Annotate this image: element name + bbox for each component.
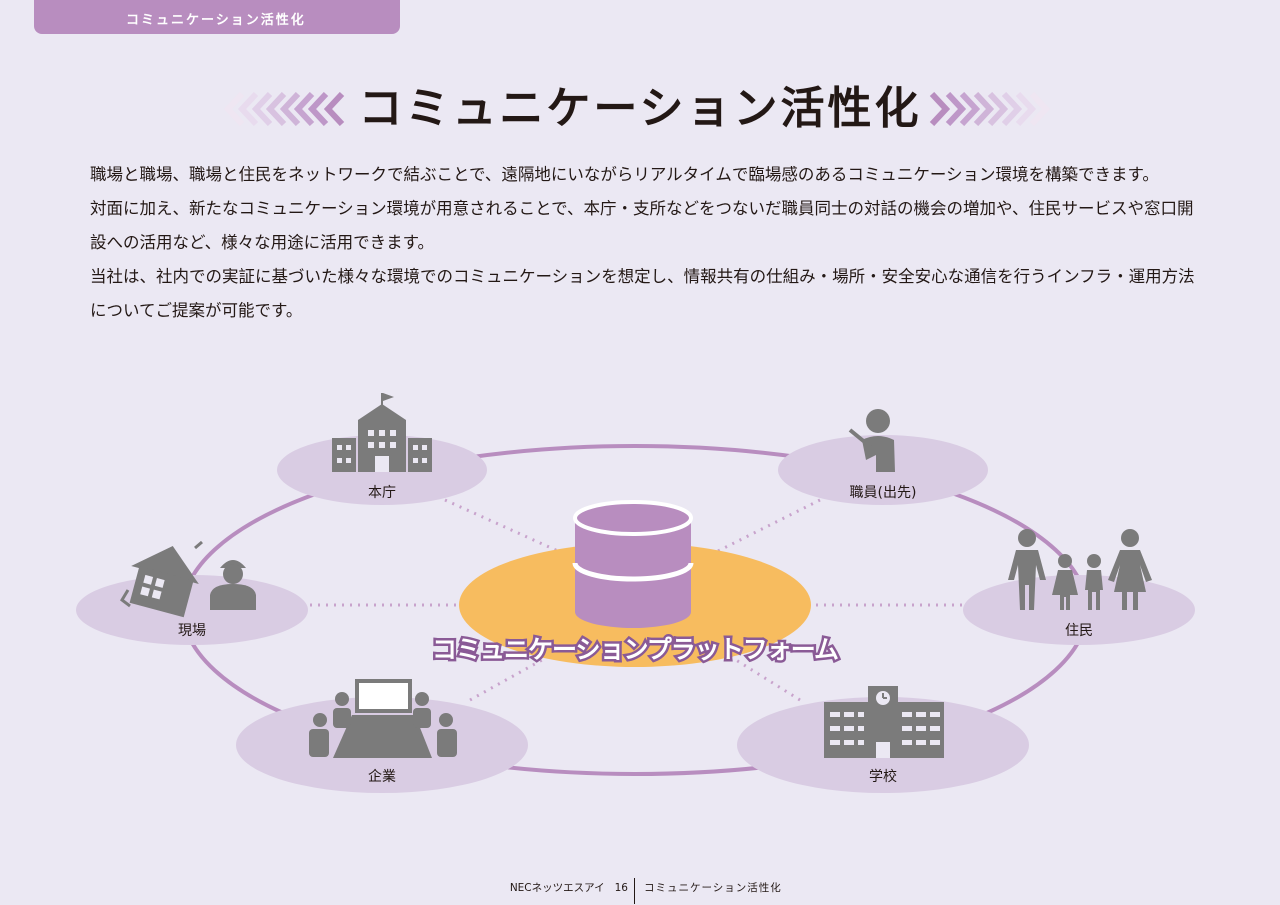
footer-company-page: NECネッツエスアイ 16 <box>510 880 628 895</box>
meeting-icon <box>309 679 457 758</box>
intro-paragraph-2: 対面に加え、新たなコミュニケーション環境が用意されることで、本庁・支所などをつな… <box>90 199 1194 252</box>
government-building-icon <box>332 393 432 472</box>
node-label-gakko: 学校 <box>869 769 897 785</box>
database-icon <box>572 500 694 628</box>
node-label-jumin: 住民 <box>1065 623 1093 639</box>
node-label-kigyo: 企業 <box>368 769 396 785</box>
chevron-left-decoration-icon <box>223 92 345 126</box>
platform-label: コミュニケーションプラットフォーム <box>432 635 838 664</box>
intro-paragraph-1: 職場と職場、職場と住民をネットワークで結ぶことで、遠隔地にいながらリアルタイムで… <box>90 165 1159 184</box>
chevron-right-decoration-icon <box>929 92 1051 126</box>
title-row: コミュニケーション活性化 <box>0 80 1280 138</box>
page-title: コミュニケーション活性化 <box>358 83 922 134</box>
intro-text: 職場と職場、職場と住民をネットワークで結ぶことで、遠隔地にいながらリアルタイムで… <box>90 158 1200 328</box>
page-footer: NECネッツエスアイ 16 コミュニケーション活性化 <box>0 878 1280 904</box>
damaged-house-worker-icon <box>120 540 256 618</box>
node-label-shokuin: 職員(出先) <box>849 485 917 501</box>
footer-page-number: 16 <box>614 882 628 894</box>
section-tab: コミュニケーション活性化 <box>34 0 400 34</box>
node-label-honcho: 本庁 <box>368 485 396 501</box>
node-label-genba: 現場 <box>178 623 206 639</box>
section-tab-label: コミュニケーション活性化 <box>126 13 306 28</box>
family-icon <box>1008 529 1152 610</box>
intro-paragraph-3: 当社は、社内での実証に基づいた様々な環境でのコミュニケーションを想定し、情報共有… <box>90 267 1195 320</box>
platform-diagram: コミュニケーションプラットフォーム <box>76 393 1195 793</box>
connector-lines <box>310 498 965 702</box>
presenter-icon <box>848 409 895 472</box>
footer-divider <box>634 878 635 904</box>
school-icon <box>824 686 944 758</box>
footer-company: NECネッツエスアイ <box>509 882 605 894</box>
footer-section: コミュニケーション活性化 <box>644 882 782 894</box>
